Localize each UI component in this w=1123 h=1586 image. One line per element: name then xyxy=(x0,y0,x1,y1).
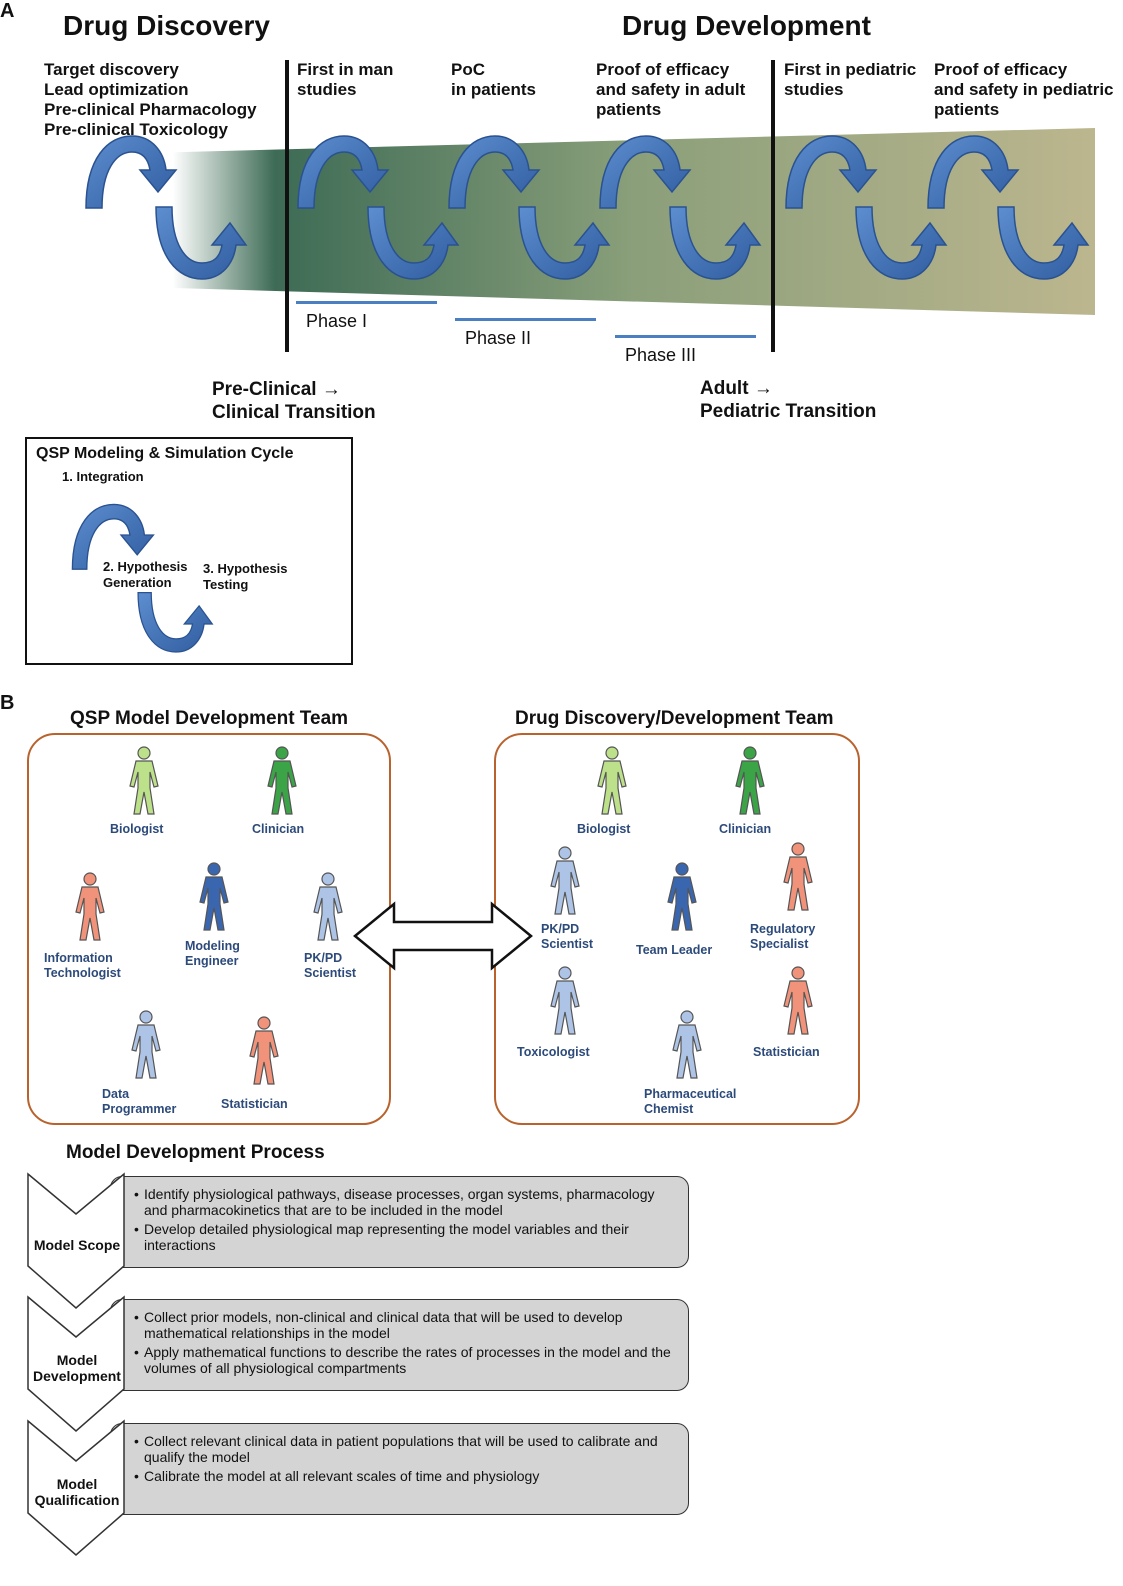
phase-1-line xyxy=(296,301,437,304)
team-member-role: Data Programmer xyxy=(102,1087,177,1116)
process-chevron-icon xyxy=(27,1172,125,1309)
process-bullet: Collect relevant clinical data in patien… xyxy=(134,1433,674,1465)
team-member-role: Biologist xyxy=(577,822,631,836)
person-icon xyxy=(545,966,585,1036)
stage-first-in-pediatric: First in pediatric studies xyxy=(784,60,917,99)
process-step-label: Model Qualification xyxy=(34,1476,120,1508)
preclinical-transition: Pre-Clinical → Clinical Transition xyxy=(212,379,376,423)
process-chevron-icon xyxy=(27,1419,125,1556)
cycle-arc-bottom-icon xyxy=(152,205,252,285)
team-member-role: Toxicologist xyxy=(517,1045,590,1059)
process-step-description: Collect prior models, non-clinical and c… xyxy=(126,1309,674,1379)
pediatric-transition: Adult → Pediatric Transition xyxy=(700,378,877,422)
person-icon xyxy=(126,1010,166,1080)
cycle-arc-top-icon xyxy=(594,130,694,210)
stage-first-in-man: First in man studies xyxy=(297,60,394,99)
person-icon xyxy=(592,746,632,816)
process-bullet: Apply mathematical functions to describe… xyxy=(134,1344,674,1376)
process-step-label: Model Development xyxy=(33,1352,121,1384)
qsp-arc-bottom-icon xyxy=(131,591,221,657)
cycle-arc-top-icon xyxy=(80,130,180,210)
stage-proof-adult: Proof of efficacy and safety in adult pa… xyxy=(596,60,746,119)
stage-discovery: Target discovery Lead optimization Pre-c… xyxy=(44,60,257,139)
team-member-role: Pharmaceutical Chemist xyxy=(644,1087,737,1116)
team-member-role: PK/PD Scientist xyxy=(304,951,357,980)
stage-poc: PoC in patients xyxy=(451,60,537,99)
process-bullet: Identify physiological pathways, disease… xyxy=(134,1186,674,1218)
cycle-arc-top-icon xyxy=(922,130,1022,210)
team-member-role: Clinician xyxy=(252,822,305,836)
person-icon xyxy=(778,842,818,912)
process-title: Model Development Process xyxy=(66,1142,325,1163)
team-member-role: Regulatory Specialist xyxy=(750,922,816,951)
preclinical-divider xyxy=(285,60,289,352)
person-icon xyxy=(308,872,348,942)
qsp-step-generation: 2. Hypothesis Generation xyxy=(103,559,188,590)
person-icon xyxy=(70,872,110,942)
team-member-role: Statistician xyxy=(221,1097,288,1111)
person-icon xyxy=(244,1016,284,1086)
process-step-description: Collect relevant clinical data in patien… xyxy=(126,1433,674,1487)
person-icon xyxy=(545,846,585,916)
phase-3-line xyxy=(615,335,756,338)
person-icon xyxy=(194,862,234,932)
person-icon xyxy=(662,862,702,932)
process-bullet: Calibrate the model at all relevant scal… xyxy=(134,1468,674,1484)
person-icon xyxy=(262,746,302,816)
team-member-role: Clinician xyxy=(719,822,772,836)
pediatric-divider xyxy=(771,60,775,352)
qsp-cycle-title: QSP Modeling & Simulation Cycle xyxy=(36,445,294,462)
process-step-description: Identify physiological pathways, disease… xyxy=(126,1186,674,1256)
qsp-step-integration: 1. Integration xyxy=(62,469,144,484)
team-member-role: Biologist xyxy=(110,822,164,836)
cycle-arc-bottom-icon xyxy=(852,205,952,285)
cycle-arc-top-icon xyxy=(780,130,880,210)
person-icon xyxy=(730,746,770,816)
qsp-step-testing: 3. Hypothesis Testing xyxy=(203,561,288,592)
team-member-role: Statistician xyxy=(753,1045,820,1059)
process-chevron-icon xyxy=(27,1295,125,1432)
cycle-arc-top-icon xyxy=(292,130,392,210)
process-bullet: Collect prior models, non-clinical and c… xyxy=(134,1309,674,1341)
team-exchange-arrow-icon xyxy=(353,901,533,971)
phase-2-label: Phase II xyxy=(465,328,532,348)
team-member-role: Team Leader xyxy=(636,943,713,957)
cycle-arc-bottom-icon xyxy=(364,205,464,285)
panel-a-label: A xyxy=(0,0,15,22)
qsp-cycle-box: QSP Modeling & Simulation Cycle 1. Integ… xyxy=(25,437,353,665)
process-step-label: Model Scope xyxy=(33,1237,121,1253)
panel-b-label: B xyxy=(0,692,15,714)
team-member-role: PK/PD Scientist xyxy=(541,922,594,951)
person-icon xyxy=(778,966,818,1036)
phase-3-label: Phase III xyxy=(625,345,697,365)
drug-development-title: Drug Development xyxy=(622,10,871,41)
stage-proof-pediatric: Proof of efficacy and safety in pediatri… xyxy=(934,60,1114,119)
cycle-arc-bottom-icon xyxy=(515,205,615,285)
person-icon xyxy=(124,746,164,816)
drug-discovery-title: Drug Discovery xyxy=(63,10,270,41)
person-icon xyxy=(667,1010,707,1080)
timeline-band xyxy=(70,128,1095,315)
cycle-arc-bottom-icon xyxy=(666,205,766,285)
qsp-team-title: QSP Model Development Team xyxy=(70,708,349,729)
drug-team-title: Drug Discovery/Development Team xyxy=(515,708,834,729)
team-member-role: Information Technologist xyxy=(44,951,121,980)
team-member-role: Modeling Engineer xyxy=(185,939,240,968)
cycle-arc-bottom-icon xyxy=(994,205,1094,285)
phase-1-label: Phase I xyxy=(306,311,368,331)
phase-2-line xyxy=(455,318,596,321)
cycle-arc-top-icon xyxy=(443,130,543,210)
process-bullet: Develop detailed physiological map repre… xyxy=(134,1221,674,1253)
